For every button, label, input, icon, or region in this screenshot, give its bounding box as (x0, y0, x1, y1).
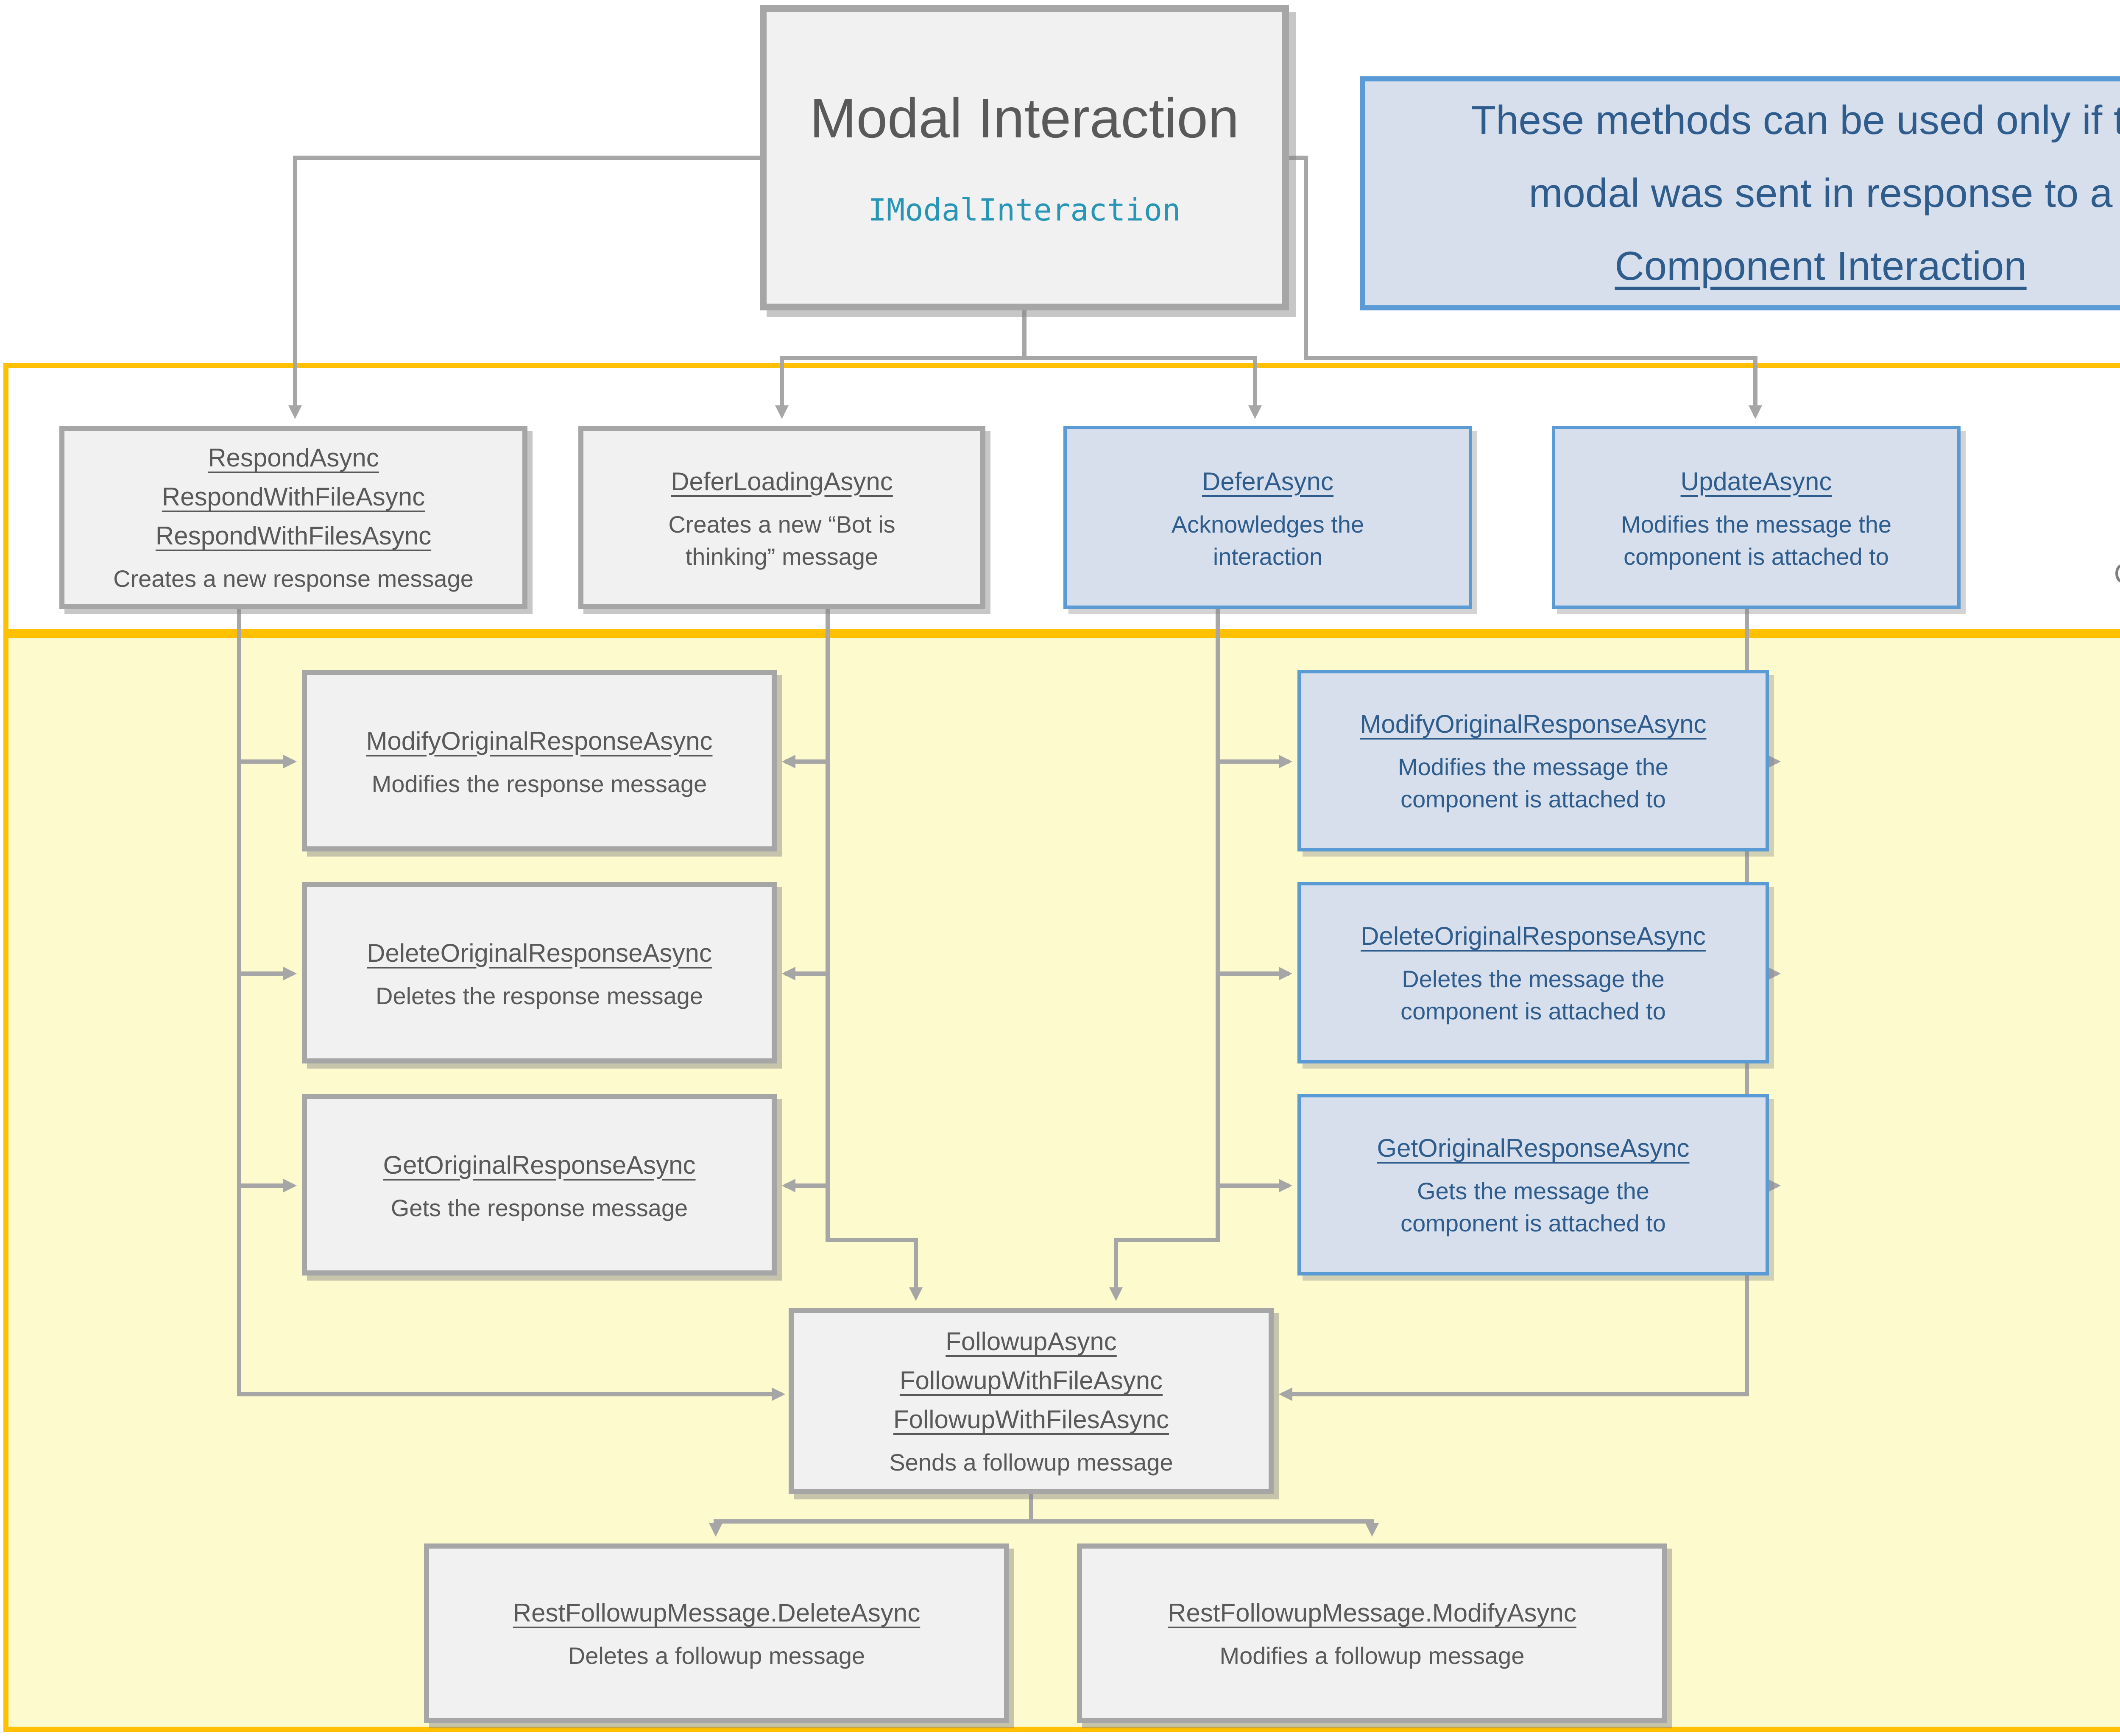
link-rest-followup-modify-async[interactable]: RestFollowupMessage.ModifyAsync (1168, 1599, 1576, 1628)
link-followup-with-file-async[interactable]: FollowupWithFileAsync (899, 1367, 1163, 1396)
node-modal-interaction: Modal Interaction IModalInteraction (760, 5, 1289, 310)
initial-rule-2: after receiving the interaction (2114, 509, 2120, 553)
node-rest-followup-modify: RestFollowupMessage.ModifyAsync Modifies… (1077, 1543, 1667, 1723)
initial-response-heading: Initial Response methods (2114, 417, 2120, 465)
node-description: Deletes a followup message (568, 1642, 865, 1669)
link-delete-original-response-async[interactable]: DeleteOriginalResponseAsync (367, 939, 712, 968)
node-description: Gets the message the component is attach… (1400, 1177, 1666, 1236)
node-description: Creates a new response message (113, 565, 474, 592)
link-followup-async[interactable]: FollowupAsync (946, 1328, 1117, 1357)
component-interaction-link[interactable]: Component Interaction (1615, 243, 2027, 289)
node-defer-loading-async: DeferLoadingAsync Creates a new “Bot is … (578, 426, 985, 609)
link-update-async[interactable]: UpdateAsync (1680, 467, 1832, 496)
node-description: Deletes the response message (376, 981, 703, 1008)
link-delete-original-response-async-component[interactable]: DeleteOriginalResponseAsync (1361, 923, 1706, 952)
node-modify-component-response: ModifyOriginalResponseAsync Modifies the… (1297, 670, 1769, 851)
link-rest-followup-delete-async[interactable]: RestFollowupMessage.DeleteAsync (513, 1599, 921, 1628)
node-modify-original-response: ModifyOriginalResponseAsync Modifies the… (302, 670, 777, 851)
node-description: Acknowledges the interaction (1171, 510, 1364, 569)
node-description: Deletes the message the component is att… (1400, 965, 1666, 1024)
node-update-async: UpdateAsync Modifies the message the com… (1552, 426, 1961, 609)
node-rest-followup-delete: RestFollowupMessage.DeleteAsync Deletes … (424, 1543, 1009, 1723)
link-defer-loading-async[interactable]: DeferLoadingAsync (671, 467, 893, 496)
node-description: Modifies the message the component is at… (1621, 510, 1892, 569)
link-get-original-response-async-component[interactable]: GetOriginalResponseAsync (1377, 1135, 1690, 1164)
node-delete-original-response: DeleteOriginalResponseAsync Deletes the … (302, 882, 777, 1063)
note-line-2: modal was sent in response to a (1529, 170, 2113, 216)
interface-name: IModalInteraction (868, 193, 1181, 228)
link-followup-with-files-async[interactable]: FollowupWithFilesAsync (893, 1406, 1169, 1435)
page-title: Modal Interaction (809, 86, 1239, 148)
link-modify-original-response-async-component[interactable]: ModifyOriginalResponseAsync (1360, 711, 1707, 740)
node-get-original-response: GetOriginalResponseAsync Gets the respon… (302, 1094, 777, 1275)
node-description: Gets the response message (391, 1193, 688, 1220)
node-defer-async: DeferAsync Acknowledges the interaction (1063, 426, 1472, 609)
initial-rule-3: Can be used only ones per interaction (2114, 553, 2120, 597)
link-get-original-response-async[interactable]: GetOriginalResponseAsync (383, 1151, 696, 1180)
link-defer-async[interactable]: DeferAsync (1202, 467, 1334, 496)
node-description: Modifies a followup message (1219, 1642, 1525, 1669)
note-line-1: These methods can be used only if the (1471, 98, 2120, 143)
link-modify-original-response-async[interactable]: ModifyOriginalResponseAsync (366, 727, 713, 756)
node-description: Sends a followup message (889, 1449, 1173, 1476)
node-description: Creates a new “Bot is thinking” message (668, 510, 895, 569)
node-description: Modifies the message the component is at… (1398, 753, 1669, 812)
link-respond-with-file-async[interactable]: RespondWithFileAsync (162, 483, 425, 512)
node-description: Modifies the response message (371, 769, 707, 796)
link-respond-with-files-async[interactable]: RespondWithFilesAsync (155, 522, 432, 551)
node-respond-async: RespondAsync RespondWithFileAsync Respon… (59, 426, 527, 609)
initial-response-note: Initial Response methods Has to be execu… (2114, 417, 2120, 597)
node-delete-component-response: DeleteOriginalResponseAsync Deletes the … (1297, 882, 1769, 1063)
link-respond-async[interactable]: RespondAsync (208, 444, 379, 473)
component-interaction-note: These methods can be used only if the mo… (1360, 76, 2120, 310)
node-followup-async: FollowupAsync FollowupWithFileAsync Foll… (789, 1308, 1274, 1494)
node-get-component-response: GetOriginalResponseAsync Gets the messag… (1297, 1094, 1769, 1275)
initial-rule-1: Has to be executed in 3 seconds (2114, 465, 2120, 509)
